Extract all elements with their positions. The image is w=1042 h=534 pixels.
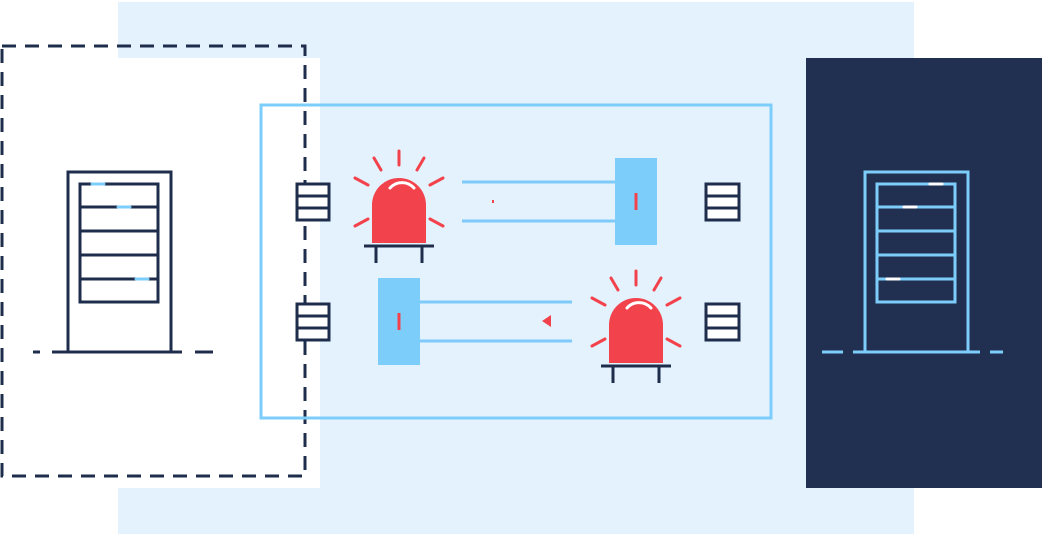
mini-server-icon-top-left	[295, 182, 331, 222]
dark-right-panel	[806, 58, 1042, 488]
gate-barrier-icon-top	[615, 158, 657, 245]
siren-alarm-icon-top	[353, 149, 445, 263]
mini-server-icon-bottom-right	[704, 302, 741, 342]
dashed-boundary	[0, 44, 307, 478]
mini-server-icon-bottom-left	[295, 302, 331, 342]
gate-barrier-icon-bottom	[378, 278, 420, 365]
siren-alarm-icon-bottom	[590, 269, 682, 383]
mini-server-icon-top-right	[704, 182, 741, 222]
network-box	[259, 103, 773, 420]
signal-dot-top	[492, 200, 494, 203]
right-server-led-icon	[885, 182, 944, 281]
left-server-rack-icon	[33, 170, 213, 354]
connector-lines-bottom	[419, 300, 572, 343]
signal-arrow-bottom	[542, 315, 551, 327]
left-server-led-icon	[90, 182, 150, 281]
white-left-panel	[0, 58, 320, 488]
connector-lines-top	[462, 180, 616, 223]
